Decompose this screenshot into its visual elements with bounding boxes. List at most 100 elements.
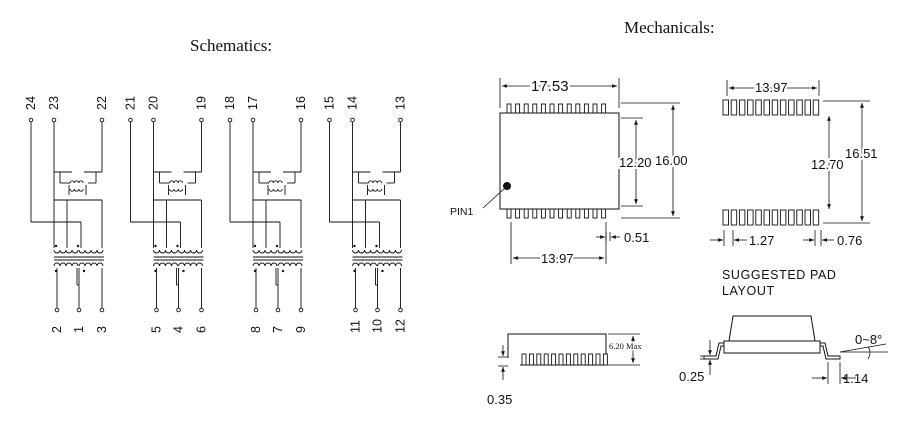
side-view-drawing: 6.20 Max 0.35 bbox=[487, 333, 644, 407]
package-pin bbox=[601, 208, 607, 219]
pin-terminal bbox=[298, 117, 304, 123]
pin-label: 4 bbox=[172, 326, 186, 333]
solder-pad bbox=[788, 209, 795, 226]
pin-label: 10 bbox=[371, 319, 385, 333]
pin-label: 24 bbox=[24, 96, 38, 110]
package-pin bbox=[523, 208, 529, 219]
pin1-label: PIN1 bbox=[450, 206, 474, 218]
mechanicals-heading: Mechanicals: bbox=[624, 18, 715, 37]
pin-label: 1 bbox=[72, 326, 86, 333]
pin-label: 20 bbox=[147, 96, 161, 110]
solder-pad bbox=[779, 99, 787, 116]
pin-terminal bbox=[398, 117, 403, 123]
pin-label: 7 bbox=[271, 326, 285, 333]
pin-terminal bbox=[275, 307, 281, 313]
solder-pad bbox=[730, 99, 738, 116]
pin-label: 2 bbox=[50, 326, 64, 333]
side-lead bbox=[551, 353, 557, 366]
pin-label: 15 bbox=[323, 96, 337, 110]
solder-pad bbox=[788, 99, 795, 116]
pin-label: 3 bbox=[95, 326, 109, 333]
pad-caption-line2: LAYOUT bbox=[722, 284, 775, 298]
top-view-bottom-pins bbox=[506, 208, 607, 219]
pin-label: 17 bbox=[246, 96, 260, 110]
package-pin bbox=[506, 208, 512, 219]
pin-label: 8 bbox=[249, 326, 263, 333]
solder-pad bbox=[747, 209, 754, 226]
pin-label: 23 bbox=[47, 96, 61, 110]
pin-terminal bbox=[176, 307, 181, 313]
package-pin bbox=[523, 103, 529, 114]
solder-pad bbox=[738, 99, 746, 116]
end-angle-label: 0~8° bbox=[855, 332, 882, 347]
solder-pad bbox=[730, 209, 738, 226]
side-standoff-label: 0.35 bbox=[487, 392, 512, 407]
package-pin bbox=[506, 103, 512, 114]
package-pin bbox=[549, 208, 555, 219]
solder-pad bbox=[722, 209, 729, 226]
solder-pad bbox=[812, 99, 820, 116]
solder-pad bbox=[771, 99, 779, 116]
pin-terminal bbox=[128, 117, 133, 123]
pin-terminal bbox=[398, 307, 403, 313]
dim-span-label: 13.97 bbox=[541, 251, 574, 266]
side-lead bbox=[588, 353, 594, 366]
end-view-drawing: 0.25 1.14 0~8° bbox=[679, 315, 888, 386]
package-pin bbox=[540, 208, 546, 219]
side-view-leads bbox=[521, 353, 608, 366]
schematic-channel: 21 20 19 5 4 6 bbox=[124, 96, 209, 333]
pad-layout-top-pads bbox=[722, 99, 820, 116]
solder-pad bbox=[779, 209, 787, 226]
pin-terminal bbox=[250, 117, 256, 123]
pin-label: 18 bbox=[223, 96, 237, 110]
pin-terminal bbox=[154, 307, 159, 313]
solder-pad bbox=[747, 99, 754, 116]
package-pin bbox=[601, 103, 607, 114]
top-view-drawing: PIN1 17.53 12.20 16.00 13.97 0.51 bbox=[450, 76, 690, 269]
package-pin bbox=[532, 103, 538, 114]
side-lead bbox=[573, 353, 579, 366]
solder-pad bbox=[771, 209, 779, 226]
end-foot-label: 1.14 bbox=[843, 371, 868, 386]
package-pin bbox=[558, 103, 564, 114]
dim-pitch-label: 0.51 bbox=[624, 230, 649, 245]
dim-width-label: 17.53 bbox=[531, 78, 569, 95]
side-lead bbox=[580, 353, 586, 366]
pin-terminal bbox=[54, 307, 60, 313]
package-pin bbox=[515, 208, 521, 219]
pad-layout-bottom-pads bbox=[722, 209, 820, 226]
pad-outer-label: 16.51 bbox=[845, 146, 878, 161]
solder-pad bbox=[738, 209, 746, 226]
package-pin bbox=[575, 103, 581, 114]
solder-pad bbox=[763, 99, 770, 116]
pin-label: 21 bbox=[124, 96, 138, 110]
package-pin bbox=[583, 208, 589, 219]
package-pin bbox=[515, 103, 521, 114]
side-lead bbox=[595, 353, 601, 366]
pin-label: 5 bbox=[150, 326, 164, 333]
pad-width-label: 13.97 bbox=[755, 80, 788, 95]
package-pin bbox=[532, 208, 538, 219]
pin-label: 19 bbox=[195, 96, 209, 110]
pin-label: 22 bbox=[95, 96, 109, 110]
side-lead bbox=[558, 353, 564, 366]
package-pin bbox=[592, 103, 598, 114]
pad-caption-line1: SUGGESTED PAD bbox=[722, 268, 837, 282]
pin-label: 6 bbox=[195, 326, 209, 333]
solder-pad bbox=[722, 99, 729, 116]
package-pin bbox=[566, 208, 572, 219]
pin-terminal bbox=[199, 307, 204, 313]
schematics-heading: Schematics: bbox=[190, 36, 272, 55]
pin-terminal bbox=[99, 117, 105, 123]
solder-pad bbox=[804, 99, 811, 116]
package-pin bbox=[540, 103, 546, 114]
package-pin bbox=[566, 103, 572, 114]
pin1-leader bbox=[482, 187, 506, 209]
package-pin bbox=[583, 103, 589, 114]
solder-pad bbox=[796, 99, 803, 116]
